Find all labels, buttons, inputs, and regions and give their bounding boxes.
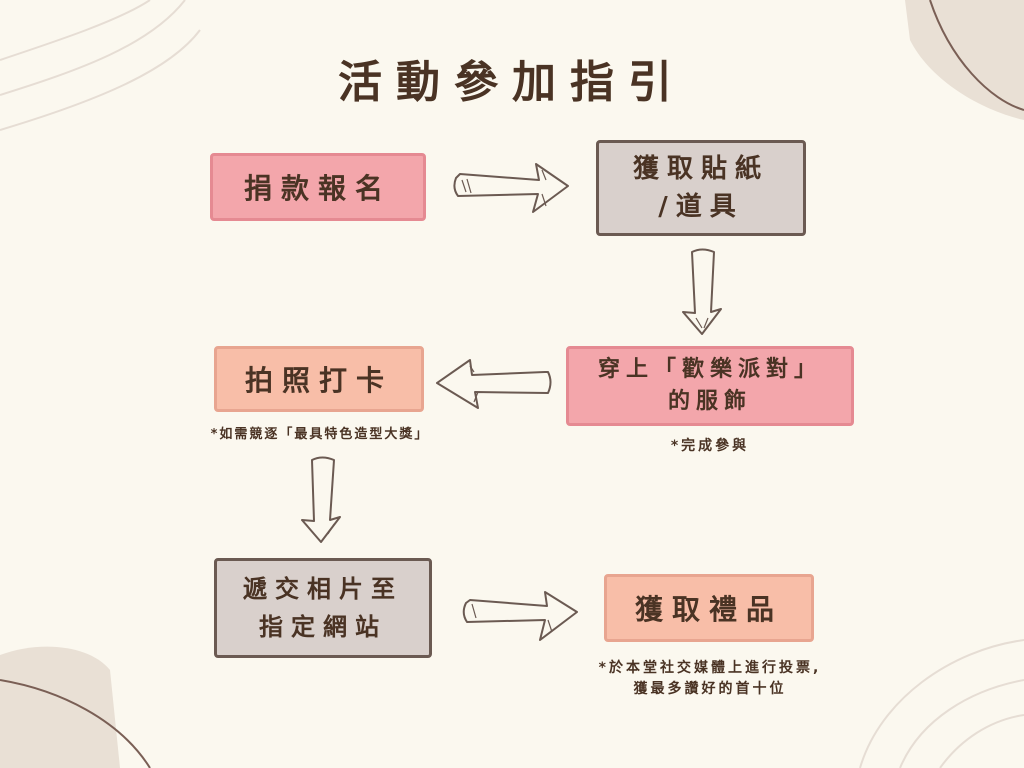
arrow-down-1 (682, 248, 722, 335)
arrow-down-2 (301, 456, 341, 543)
note-contest: *如需競逐「最具特色造型大獎」 (210, 427, 430, 442)
arrow-right-1 (453, 163, 569, 213)
step-get-sticker-line1: 獲取貼紙 (632, 154, 769, 184)
step-get-prize-label: 獲取禮品 (634, 593, 783, 626)
page-title: 活動參加指引 (338, 57, 686, 108)
step-donate: 捐款報名 (210, 153, 426, 221)
step-get-sticker: 獲取貼紙 /道具 (596, 140, 806, 236)
step-submit-line1: 遞交相片至 (243, 575, 403, 603)
step-wear-line2: 的服飾 (667, 389, 752, 414)
step-submit-line2: 指定網站 (259, 613, 387, 641)
arrow-right-2 (462, 591, 578, 641)
step-photo-label: 拍照打卡 (244, 364, 393, 397)
step-get-prize: 獲取禮品 (604, 574, 814, 642)
note-vote-line2: 獲最多讚好的首十位 (633, 681, 787, 697)
step-get-sticker-line2: /道具 (658, 192, 744, 222)
arrow-left-1 (436, 359, 552, 409)
note-complete: *完成參與 (670, 438, 750, 454)
step-wear-costume: 穿上「歡樂派對」 的服飾 (566, 346, 854, 426)
step-submit-photo: 遞交相片至 指定網站 (214, 558, 432, 658)
step-wear-line1: 穿上「歡樂派對」 (597, 357, 822, 382)
step-donate-label: 捐款報名 (243, 172, 392, 205)
step-photo: 拍照打卡 (214, 346, 424, 412)
note-vote-line1: *於本堂社交媒體上進行投票, (598, 660, 822, 676)
